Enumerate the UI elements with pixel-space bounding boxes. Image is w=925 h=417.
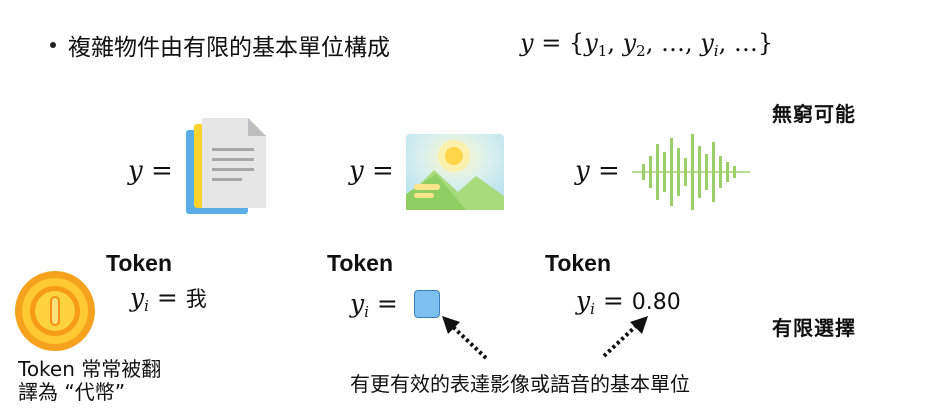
token-label-text: Token (106, 250, 173, 276)
image-patch-token (414, 290, 440, 318)
y-equals-document: y = (128, 156, 173, 186)
equals-sign: = (156, 283, 178, 312)
equals-sign: = (376, 289, 398, 318)
equals-sign: = (150, 156, 173, 186)
formula-eq: = { (533, 29, 585, 57)
finite-choices-label: 有限選擇 (772, 316, 856, 340)
equals-sign: = (371, 156, 394, 186)
token-assignment-text: yi = 我 (130, 283, 207, 315)
comma: , (718, 29, 734, 57)
coin-caption: Token 常常被翻 譯為 “代幣” (18, 358, 161, 404)
token-value-number: 0.80 (631, 290, 681, 315)
infinite-possibilities-label: 無窮可能 (772, 102, 856, 126)
comma: , (607, 29, 623, 57)
token-var: y (130, 283, 145, 312)
bottom-caption: 有更有效的表達影像或語音的基本單位 (350, 372, 690, 396)
token-var: y (350, 289, 365, 318)
token-sub: i (364, 303, 369, 321)
document-icon (184, 118, 268, 222)
set-formula: y = {y1, y2, …, yi, …} (520, 29, 773, 60)
formula-item-2: y (622, 29, 637, 57)
audio-waveform-icon (632, 132, 750, 216)
equals-sign: = (602, 286, 624, 315)
y-equals-image: y = (349, 156, 394, 186)
token-label-image: Token (327, 250, 394, 276)
bullet-line: 複雜物件由有限的基本單位構成 (50, 28, 390, 62)
token-sub: i (590, 300, 595, 318)
formula-sub-i: i (713, 42, 719, 60)
formula-ellipsis-2: … (733, 29, 758, 57)
token-value-char: 我 (185, 287, 207, 311)
formula-ellipsis-1: … (660, 29, 685, 57)
formula-sub-1: 1 (597, 42, 608, 60)
token-assignment-image: yi = (350, 289, 398, 321)
token-var: y (576, 286, 591, 315)
bullet-dot (50, 42, 56, 48)
coin-caption-line2: 譯為 “代幣” (18, 380, 126, 404)
equals-sign: = (597, 156, 620, 186)
y-symbol: y (349, 156, 364, 186)
formula-close: } (757, 29, 774, 57)
comma: , (645, 29, 661, 57)
y-symbol: y (128, 156, 143, 186)
token-assignment-audio: yi = 0.80 (576, 286, 681, 318)
token-label-audio: Token (545, 250, 612, 276)
token-sub: i (144, 297, 149, 315)
formula-item-1: y (584, 29, 598, 57)
dotted-arrow-right (602, 316, 648, 358)
coin-icon (14, 270, 96, 356)
dotted-arrow-left (442, 316, 488, 360)
comma: , (684, 29, 701, 57)
formula-item-i: y (700, 29, 714, 57)
y-equals-audio: y = (575, 156, 620, 186)
landscape-image-icon (406, 134, 504, 214)
bullet-text: 複雜物件由有限的基本單位構成 (68, 35, 390, 61)
formula-sub-2: 2 (636, 42, 646, 60)
coin-caption-line1: Token 常常被翻 (18, 357, 162, 381)
y-symbol: y (575, 156, 590, 186)
formula-lhs: y (520, 29, 534, 57)
